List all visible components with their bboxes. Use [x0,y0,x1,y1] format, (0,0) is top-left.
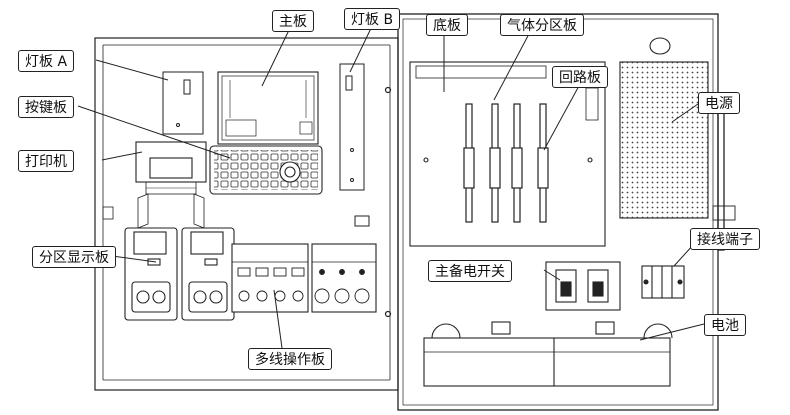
main-board-shape [217,71,319,145]
multi-line-board-shape [231,243,377,313]
base-board-shape [409,61,606,247]
label-power-supply: 电源 [698,92,740,114]
key-board-shape [209,145,323,195]
door-latch [354,215,370,227]
loop-board-shapes [463,103,549,223]
printer-shape [135,141,207,229]
label-key-board: 按键板 [18,96,74,118]
battery-shape [423,321,673,387]
label-multi-line-board: 多线操作板 [248,348,332,370]
label-base-board: 底板 [426,14,468,36]
zone-display-board-shapes [124,227,235,321]
label-lamp-board-b: 灯板 B [344,8,401,30]
door-panel [94,37,399,391]
label-main-backup-switch: 主备电开关 [428,260,512,282]
label-terminal-block: 接线端子 [690,228,760,250]
power-supply-shape [619,37,709,219]
lamp-board-a-shape [162,71,204,135]
terminal-block-shape [641,265,685,299]
main-backup-switch-shape [545,261,621,311]
label-zone-display-board: 分区显示板 [32,246,116,268]
label-main-board: 主板 [272,10,314,32]
label-lamp-board-a: 灯板 A [18,50,75,72]
label-gas-zone-board: 气体分区板 [500,14,584,36]
label-battery: 电池 [704,314,746,336]
lamp-board-b-shape [339,63,365,191]
label-printer: 打印机 [18,150,74,172]
label-loop-board: 回路板 [552,66,608,88]
